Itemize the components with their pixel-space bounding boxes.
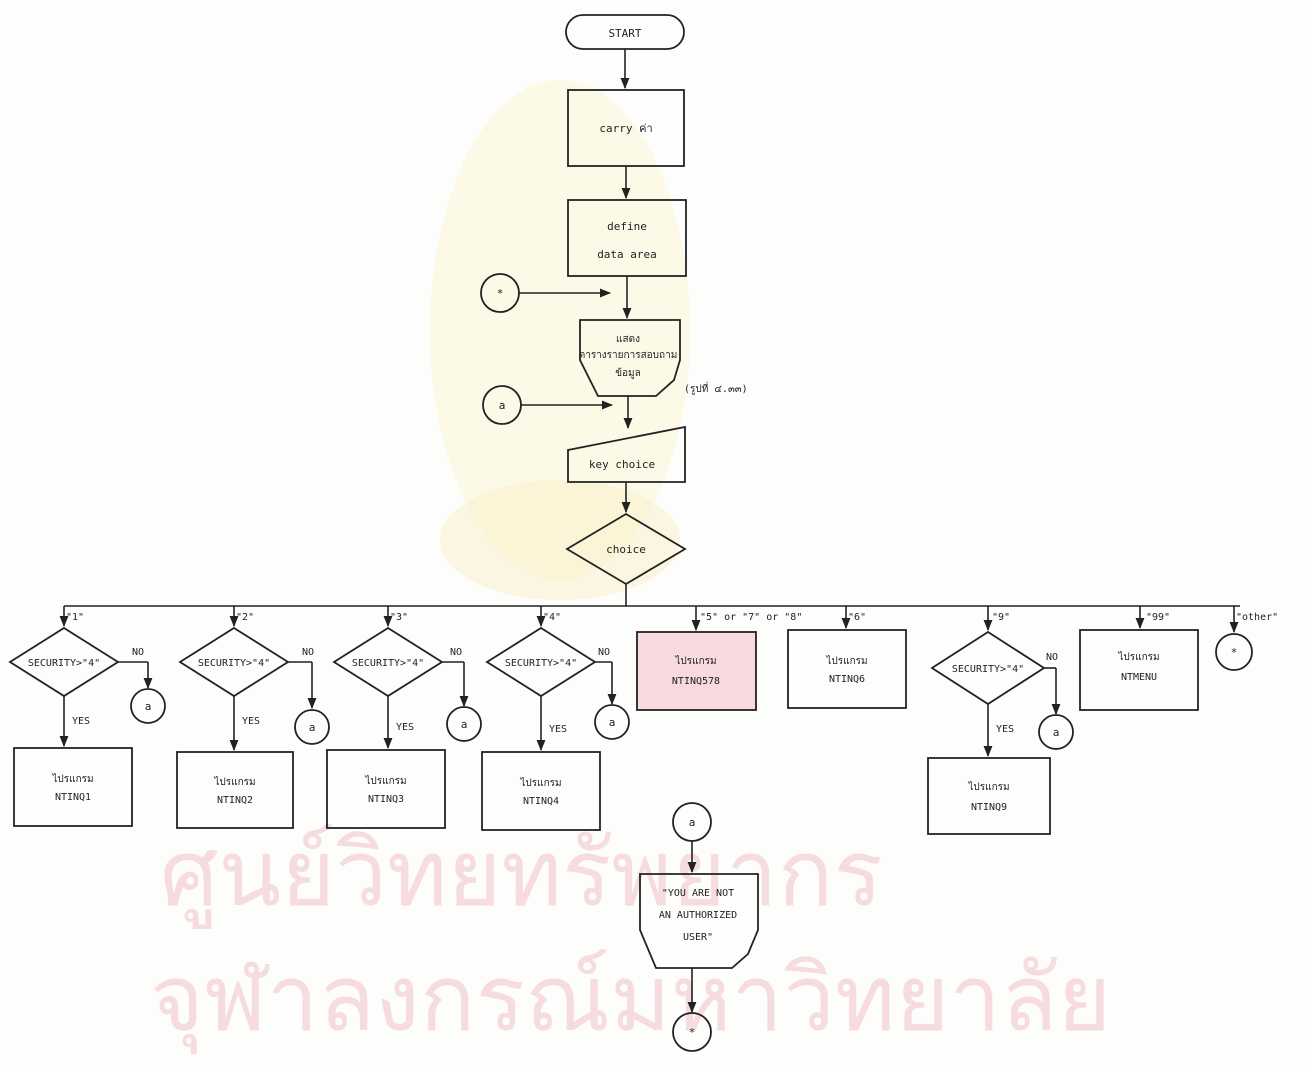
connector-star-other-label: * <box>1231 646 1238 659</box>
branch-label-6: "6" <box>848 612 866 623</box>
branch-label-4: "4" <box>543 612 561 623</box>
program-box-1 <box>13 747 133 827</box>
connector-a-9 <box>1038 714 1074 750</box>
define-label-1: define <box>607 220 647 233</box>
program-box-2 <box>176 751 294 829</box>
branch-label-2: "2" <box>236 612 254 623</box>
program-name-6: NTINQ6 <box>829 674 865 685</box>
branch-label-1: "1" <box>66 612 84 623</box>
security-label-9: SECURITY>"4" <box>952 664 1024 675</box>
display-label-1: แสดง <box>616 334 640 345</box>
display-note: (รูปที่ ๔.๓๓) <box>684 381 748 395</box>
program-box-99 <box>1079 629 1199 711</box>
program-name-1: NTINQ1 <box>55 792 91 803</box>
security-label-3: SECURITY>"4" <box>352 658 424 669</box>
program-box-3 <box>326 749 446 829</box>
program-prefix-3: ไปรแกรม <box>364 775 406 787</box>
no-label-9: NO <box>1046 652 1058 663</box>
connector-a-3 <box>446 706 482 742</box>
yes-label-4: YES <box>549 724 567 735</box>
program-name-3: NTINQ3 <box>368 794 404 805</box>
yes-label-2: YES <box>242 716 260 727</box>
no-label-3: NO <box>450 647 462 658</box>
connector-a-2-label: a <box>309 721 316 734</box>
no-label-2: NO <box>302 647 314 658</box>
yes-label-3: YES <box>396 722 414 733</box>
connector-star-entry-label: * <box>497 287 504 300</box>
program-box-9 <box>927 757 1051 835</box>
branch-label-578: "5" or "7" or "8" <box>700 612 802 623</box>
program-prefix-1: ไปรแกรม <box>51 773 93 785</box>
branch-label-other: "other" <box>1236 612 1278 623</box>
display-label-2: ตารางรายการสอบถาม <box>579 350 678 361</box>
choice-label: choice <box>606 543 646 556</box>
connector-a-2 <box>294 709 330 745</box>
program-name-99: NTMENU <box>1121 672 1157 683</box>
program-name-9: NTINQ9 <box>971 802 1007 813</box>
connector-star-exit-label: * <box>689 1026 696 1039</box>
program-name-578: NTINQ578 <box>672 676 720 687</box>
start-label: START <box>608 27 641 40</box>
connector-a-4 <box>594 704 630 740</box>
branch-label-3: "3" <box>390 612 408 623</box>
watermark-line-2: จุฬาลงกรณ์มหาวิทยาลัย <box>150 945 1111 1055</box>
error-line-1: "YOU ARE NOT <box>662 888 734 899</box>
program-prefix-578: ไปรแกรม <box>674 655 716 667</box>
program-box-578 <box>636 631 757 711</box>
connector-a-error-entry-label: a <box>689 816 696 829</box>
connector-a-1-label: a <box>145 700 152 713</box>
error-line-2: AN AUTHORIZED <box>659 910 737 921</box>
branch-label-99: "99" <box>1146 612 1170 623</box>
no-label-4: NO <box>598 647 610 658</box>
display-menu-output <box>579 319 681 397</box>
define-label-2: data area <box>597 248 657 261</box>
no-label-1: NO <box>132 647 144 658</box>
program-prefix-99: ไปรแกรม <box>1117 651 1159 663</box>
carry-label: carry ค่า <box>599 122 652 135</box>
connector-star-exit <box>672 1012 712 1052</box>
program-prefix-4: ไปรแกรม <box>519 777 561 789</box>
key-choice-input <box>567 425 686 483</box>
display-label-3: ข้อมูล <box>615 367 641 379</box>
program-prefix-6: ไปรแกรม <box>825 655 867 667</box>
connector-a-1 <box>130 688 166 724</box>
program-name-2: NTINQ2 <box>217 795 253 806</box>
connector-a-4-label: a <box>609 716 616 729</box>
watermark-emblem <box>430 80 690 600</box>
connector-a-entry-label: a <box>499 399 506 412</box>
security-label-1: SECURITY>"4" <box>28 658 100 669</box>
yes-label-9: YES <box>996 724 1014 735</box>
key-choice-label: key choice <box>589 458 655 471</box>
program-name-4: NTINQ4 <box>523 796 559 807</box>
program-prefix-2: ไปรแกรม <box>213 776 255 788</box>
error-message-output <box>639 873 759 969</box>
program-prefix-9: ไปรแกรม <box>967 781 1009 793</box>
program-box-4 <box>481 751 601 831</box>
branch-label-9: "9" <box>992 612 1010 623</box>
watermark-line-1: ศูนย์วิทยทรัพยากร <box>160 820 883 929</box>
error-line-3: USER" <box>683 932 713 943</box>
program-box-6 <box>787 629 907 709</box>
connector-a-3-label: a <box>461 718 468 731</box>
connector-star-other <box>1215 633 1253 671</box>
yes-label-1: YES <box>72 716 90 727</box>
security-label-2: SECURITY>"4" <box>198 658 270 669</box>
security-label-4: SECURITY>"4" <box>505 658 577 669</box>
connector-a-9-label: a <box>1053 726 1060 739</box>
